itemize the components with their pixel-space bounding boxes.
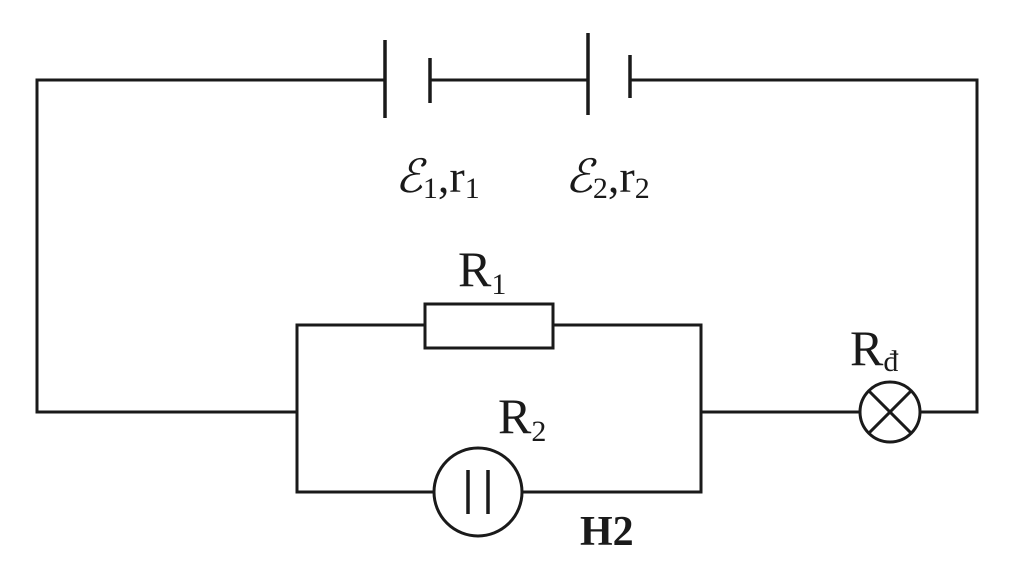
battery-source-2 (586, 33, 632, 115)
lamp-cross-2 (866, 388, 914, 436)
resistor-r2 (432, 446, 524, 538)
wire-branch-left (295, 323, 437, 494)
lamp (858, 380, 922, 444)
battery-source-1 (383, 40, 432, 118)
resistor-r2-label: R2 (498, 388, 546, 448)
wire-top-left (35, 78, 387, 414)
wire-branch-right (520, 323, 703, 494)
resistor-r1-label: R1 (458, 241, 506, 301)
wires (35, 78, 979, 494)
source-2-label: ℰ2,r2 (565, 149, 650, 205)
lamp-label: Rđ (850, 320, 898, 378)
source-1-label: ℰ1,r1 (395, 149, 480, 205)
resistor-r2-circle (432, 446, 524, 538)
diagram-label: H2 (580, 509, 634, 555)
wire-top-right (628, 78, 979, 414)
resistor-r1 (423, 302, 555, 350)
